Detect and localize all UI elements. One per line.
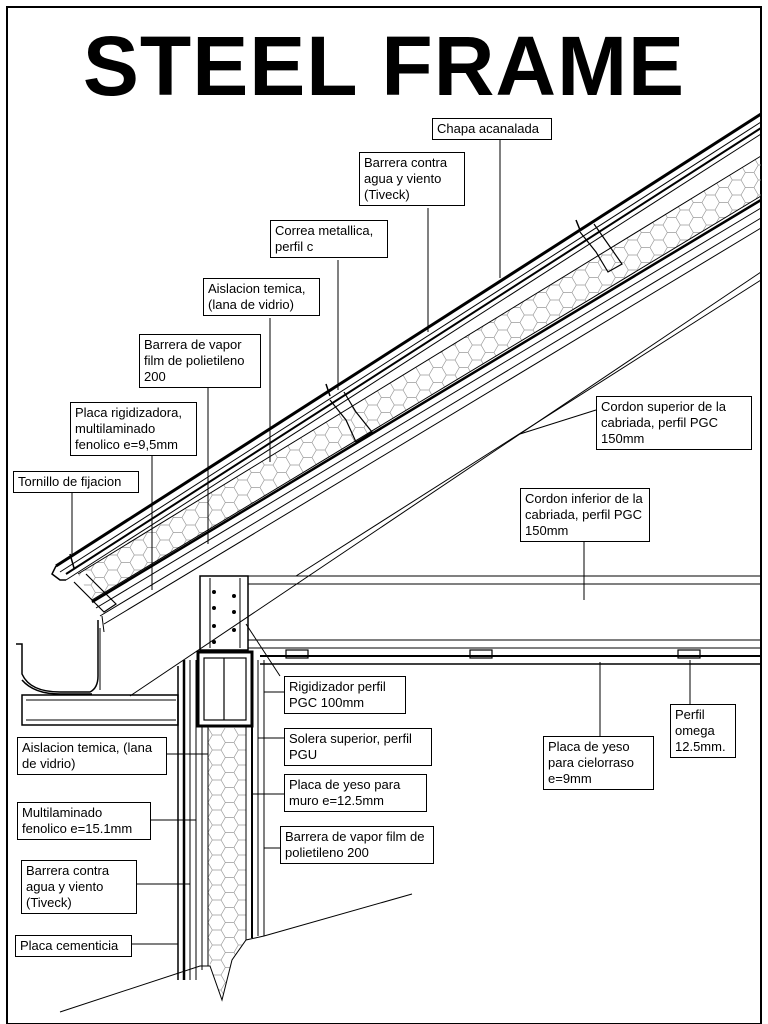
- leader-lines: [71, 140, 691, 945]
- label-barrera-vapor-techo: Barrera de vapor film de polietileno 200: [139, 334, 261, 388]
- label-solera-superior: Solera superior, perfil PGU: [284, 728, 432, 766]
- label-aislacion-muro: Aislacion temica, (lana de vidrio): [17, 737, 167, 775]
- label-cordon-inferior: Cordon inferior de la cabriada, perfil P…: [520, 488, 650, 542]
- wall-insulation: [208, 728, 246, 1000]
- label-aislacion-techo: Aislacion temica, (lana de vidrio): [203, 278, 320, 316]
- label-tornillo-fijacion: Tornillo de fijacion: [13, 471, 139, 493]
- roof-insulation: [78, 156, 761, 600]
- rigidizador-post: [196, 575, 254, 728]
- label-cordon-superior: Cordon superior de la cabriada, perfil P…: [596, 396, 752, 450]
- chapa-line: [55, 112, 762, 568]
- cordon-inferior: [200, 575, 761, 665]
- label-chapa-acanalada: Chapa acanalada: [432, 118, 552, 140]
- label-barrera-vapor-muro: Barrera de vapor film de polietileno 200: [280, 826, 434, 864]
- wall-assembly: [59, 660, 413, 1013]
- label-barrera-agua-muro: Barrera contra agua y viento (Tiveck): [21, 860, 137, 914]
- label-perfil-omega: Perfil omega 12.5mm.: [670, 704, 736, 758]
- label-placa-yeso-muro: Placa de yeso para muro e=12.5mm: [284, 774, 427, 812]
- label-placa-yeso-cielorraso: Placa de yeso para cielorraso e=9mm: [543, 736, 654, 790]
- label-rigidizador: Rigidizador perfil PGC 100mm: [284, 676, 406, 714]
- label-placa-rigidizadora: Placa rigidizadora, multilaminado fenoli…: [70, 402, 197, 456]
- label-correa-metallica: Correa metallica, perfil c: [270, 220, 388, 258]
- drawing-title: STEEL FRAME: [82, 19, 686, 113]
- roof-assembly: [51, 112, 762, 697]
- label-placa-cementicia: Placa cementicia: [15, 935, 132, 957]
- sheet-border: [6, 6, 762, 1024]
- label-barrera-agua-techo: Barrera contra agua y viento (Tiveck): [359, 152, 465, 206]
- label-multilaminado: Multilaminado fenolico e=15.1mm: [17, 802, 151, 840]
- gutter: [16, 620, 179, 726]
